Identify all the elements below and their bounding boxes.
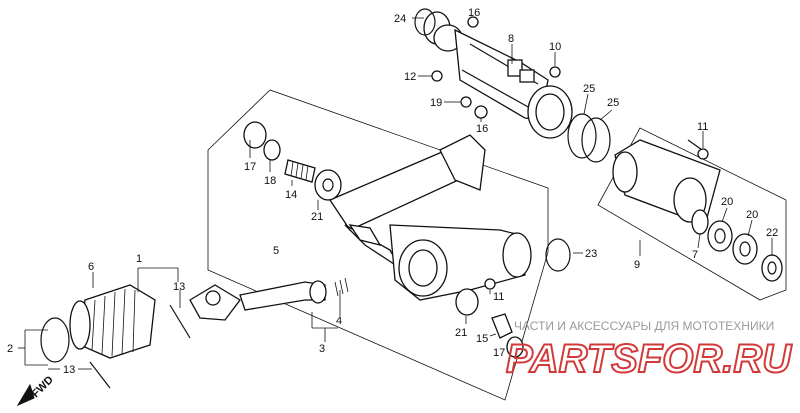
callout-10: 10 xyxy=(549,41,561,53)
callout-25a: 25 xyxy=(583,83,595,95)
forward-direction-arrow: FWD xyxy=(16,374,56,407)
bolt-11-lower xyxy=(484,278,496,290)
o-ring-23 xyxy=(545,238,571,272)
seal-22 xyxy=(761,254,783,282)
callout-16-upper: 16 xyxy=(468,7,480,19)
callout-8: 8 xyxy=(508,33,514,45)
callout-18: 18 xyxy=(264,175,276,187)
callout-5: 5 xyxy=(273,245,279,257)
callout-21-upper: 21 xyxy=(311,211,323,223)
nut-16-lower xyxy=(474,105,488,119)
callout-9: 9 xyxy=(634,259,640,271)
watermark: ЧАСТИ И АКСЕССУАРЫ ДЛЯ МОТОТЕХНИКИ PARTS… xyxy=(505,319,793,382)
callout-14: 14 xyxy=(285,189,297,201)
bolt-16-upper xyxy=(467,16,479,28)
callout-12: 12 xyxy=(404,71,416,83)
callout-21-lower: 21 xyxy=(455,327,467,339)
callout-2: 2 xyxy=(7,343,13,355)
o-ring-24 xyxy=(414,8,436,36)
cap-17-upper xyxy=(243,121,267,149)
callout-3: 3 xyxy=(319,343,325,355)
callout-13-upper: 13 xyxy=(173,281,185,293)
spring-4 xyxy=(334,277,349,297)
callout-labels: 24 16 8 10 12 19 16 25 25 11 17 18 14 21… xyxy=(7,7,778,376)
callout-20a: 20 xyxy=(721,196,733,208)
bolt-12 xyxy=(431,70,443,82)
final-drive-group-outline xyxy=(597,127,787,301)
clamp-2 xyxy=(40,317,70,363)
fwd-label: FWD xyxy=(30,374,56,400)
callout-23: 23 xyxy=(585,248,597,260)
watermark-subtitle: ЧАСТИ И АКСЕССУАРЫ ДЛЯ МОТОТЕХНИКИ xyxy=(514,319,774,333)
callout-7: 7 xyxy=(692,249,698,261)
collar-14 xyxy=(284,159,316,183)
universal-joint-3 xyxy=(189,280,327,321)
o-ring-25a xyxy=(567,113,597,159)
callout-11-lower: 11 xyxy=(493,291,504,303)
watermark-brand: PARTSFOR.RU xyxy=(506,337,792,381)
bearing-21-lower xyxy=(455,288,479,316)
callout-16-lower: 16 xyxy=(476,123,488,135)
callout-1: 1 xyxy=(136,253,142,265)
screw-13-lower xyxy=(89,361,111,389)
collar-15 xyxy=(491,313,513,339)
callout-20b: 20 xyxy=(746,209,758,221)
callout-22: 22 xyxy=(766,227,778,239)
final-drive-case xyxy=(423,11,573,139)
bearing-20a xyxy=(707,220,733,252)
callout-4: 4 xyxy=(336,315,342,327)
callout-19: 19 xyxy=(430,97,442,109)
seal-18 xyxy=(263,139,281,161)
bearing-7 xyxy=(691,209,709,235)
rubber-boot-6 xyxy=(69,284,156,359)
swingarm-5 xyxy=(329,134,532,301)
callout-17-lower: 17 xyxy=(493,347,505,359)
screw-13-upper xyxy=(169,304,191,339)
callout-17-upper: 17 xyxy=(244,161,256,173)
bearing-21-upper xyxy=(314,169,342,201)
bearing-20b xyxy=(732,233,758,265)
callout-11-upper: 11 xyxy=(697,121,708,133)
o-ring-25b xyxy=(581,117,611,163)
callout-6: 6 xyxy=(88,261,94,273)
washer-19 xyxy=(460,96,472,108)
drive-shaft-tube-9 xyxy=(612,139,721,226)
swingarm-group-outline xyxy=(207,89,549,401)
bolt-10 xyxy=(549,66,561,78)
cap-17-lower xyxy=(506,336,524,358)
callout-24: 24 xyxy=(394,13,406,25)
leader-lines xyxy=(18,17,773,370)
callout-15: 15 xyxy=(476,333,488,345)
callout-25b: 25 xyxy=(607,97,619,109)
callout-13-lower: 13 xyxy=(63,364,75,376)
